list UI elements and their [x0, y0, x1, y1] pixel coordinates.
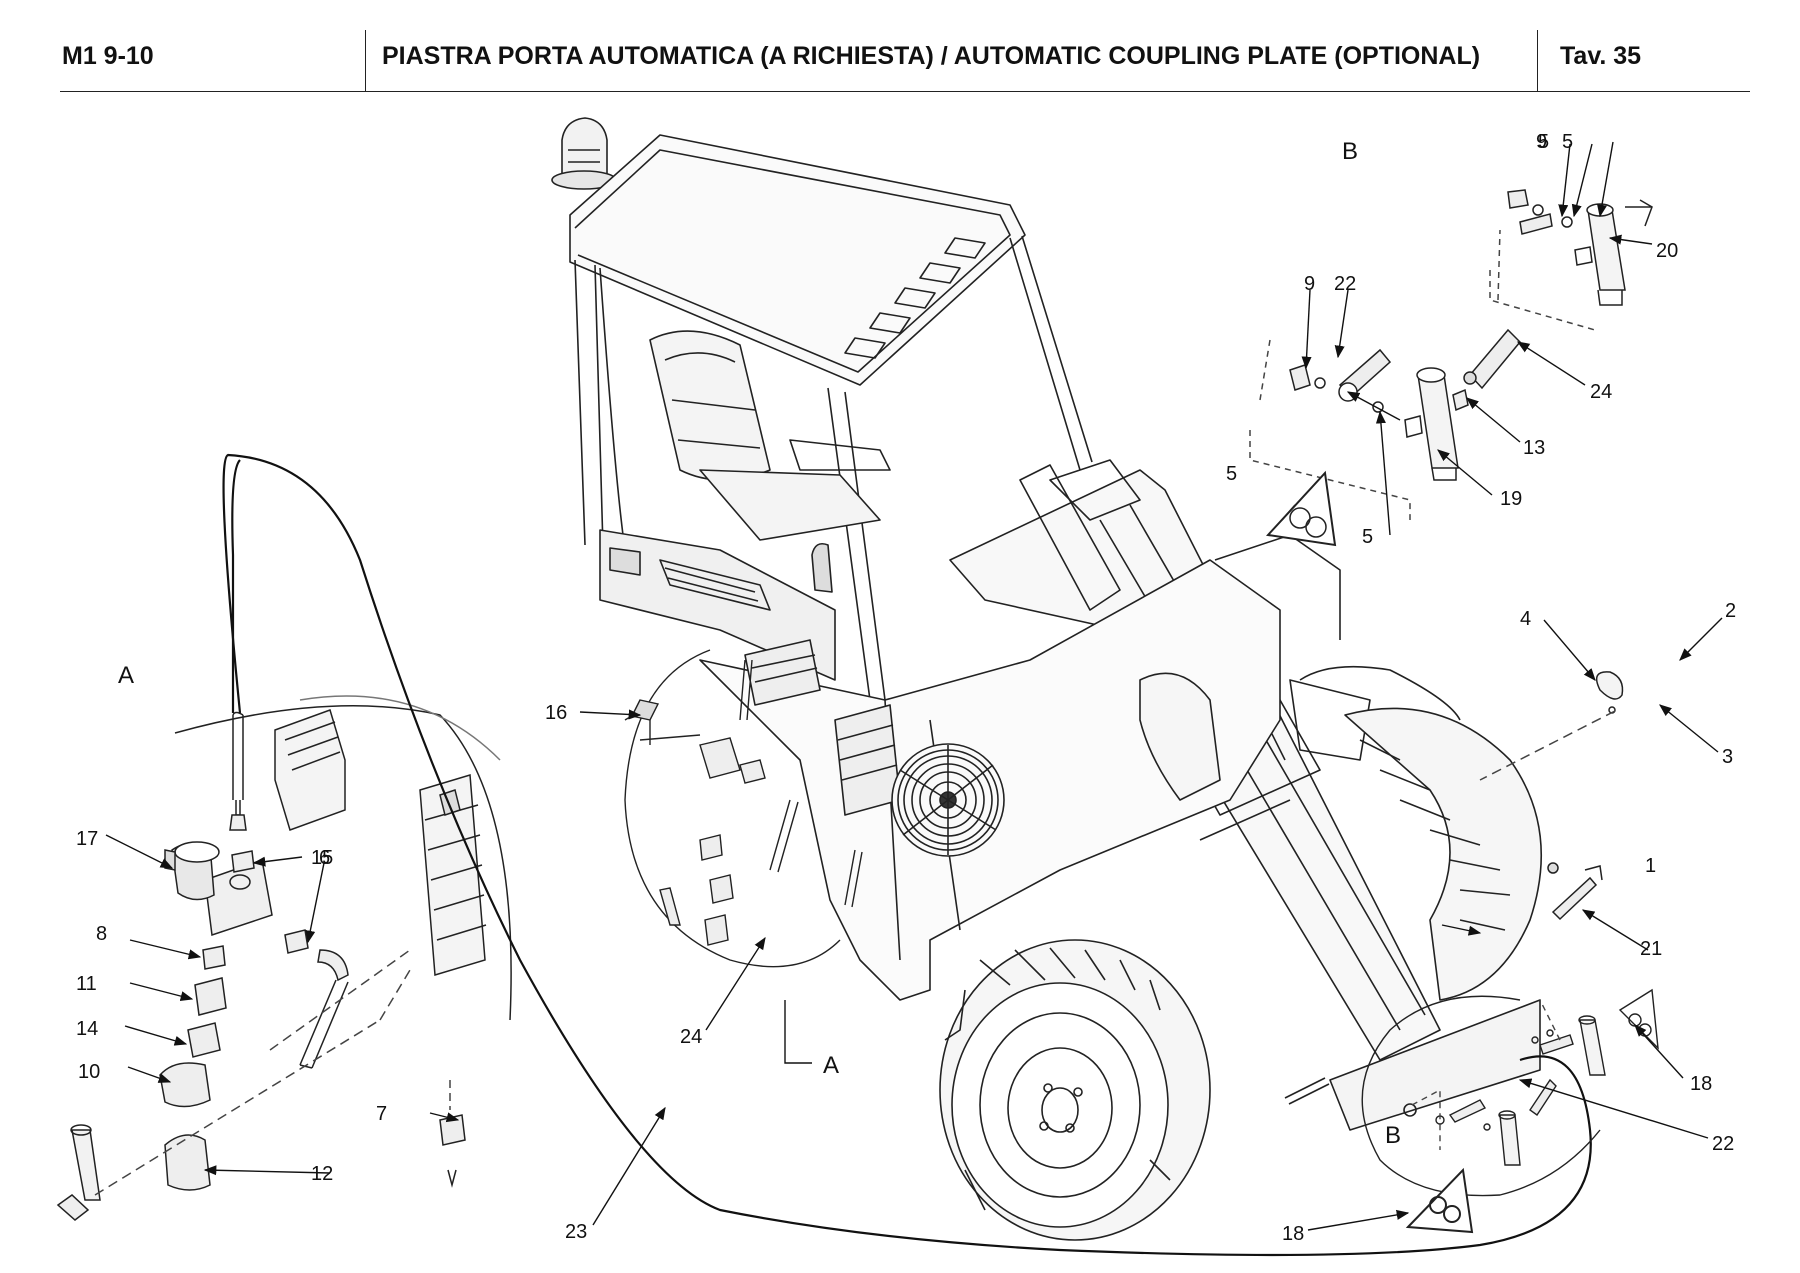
callout-8: 8	[96, 923, 107, 945]
callout-18b: 18	[1282, 1223, 1304, 1245]
control-console	[599, 529, 836, 681]
fitting-10	[159, 1062, 211, 1108]
callout-10: 10	[78, 1061, 100, 1083]
callout-5d: 5	[1362, 526, 1373, 548]
detail-a-boundary	[174, 705, 512, 1021]
solenoid-valve	[164, 841, 273, 937]
callout-22a: 22	[1334, 273, 1356, 295]
callout-21: 21	[1640, 938, 1662, 960]
callout-9a: 9	[1304, 273, 1315, 295]
front-left-wheel	[939, 939, 1211, 1241]
fitting-12	[164, 1134, 211, 1191]
detail-a-group	[56, 695, 512, 1221]
callout-numbers: 1 2 3 4 5 5 5 5 6 7 8 9 9 10 11 12 13 14…	[76, 131, 1736, 1245]
model-code: M1 9-10	[62, 42, 154, 70]
page-header: M1 9-10 PIASTRA PORTA AUTOMATICA (A RICH…	[0, 0, 1800, 100]
pin-parts	[1479, 671, 1624, 921]
detail-a-ref-label: A	[823, 1052, 839, 1079]
detail-a-valve-assembly	[274, 709, 487, 976]
cooling-fan	[891, 743, 1005, 857]
fitting-7	[439, 1114, 466, 1146]
warning-decal-icon	[1265, 470, 1337, 547]
fitting-11	[194, 977, 227, 1016]
fitting-6	[284, 929, 309, 954]
detail-b-group	[1249, 189, 1653, 547]
callout-18a: 18	[1690, 1073, 1712, 1095]
detail-a-circle	[624, 649, 863, 1064]
leader-lines	[105, 141, 1723, 1231]
callout-13: 13	[1523, 437, 1545, 459]
detail-a-label: A	[118, 662, 134, 689]
callout-1: 1	[1645, 855, 1656, 877]
callout-5a: 5	[1538, 131, 1549, 153]
callout-16: 16	[545, 702, 567, 724]
callout-17: 17	[76, 828, 98, 850]
detail-b-ref-label: B	[1385, 1122, 1401, 1149]
coupling-pin	[1284, 1077, 1330, 1105]
callout-2: 2	[1725, 600, 1736, 622]
cylinder-19	[1404, 367, 1459, 481]
header-divider	[365, 30, 366, 92]
detail-b-lower-group	[1361, 988, 1659, 1197]
hose-segment	[232, 715, 244, 800]
callout-4: 4	[1520, 608, 1531, 630]
control-valve-block	[744, 639, 901, 816]
header-divider	[1537, 30, 1538, 92]
header-rule	[60, 91, 1750, 92]
callout-24b: 24	[680, 1026, 702, 1048]
callout-6: 6	[319, 847, 330, 869]
callout-20: 20	[1656, 240, 1678, 262]
callout-9b: 9	[1536, 131, 1547, 153]
callout-5c: 5	[1226, 463, 1237, 485]
callout-3: 3	[1722, 746, 1733, 768]
loader-machine-illustration	[551, 117, 1543, 1241]
hose-23	[222, 453, 1592, 1257]
roof-vents	[844, 237, 986, 359]
fitting-14	[187, 1022, 221, 1058]
fitting-8	[202, 945, 226, 970]
warning-decal-icon-18	[1405, 1167, 1474, 1234]
callout-23: 23	[565, 1221, 587, 1243]
callout-11: 11	[76, 973, 97, 995]
fitting-15	[231, 850, 255, 873]
operator-seat	[649, 330, 891, 541]
callout-19: 19	[1500, 488, 1522, 510]
cylinder-20	[1574, 203, 1626, 306]
callout-12: 12	[311, 1163, 333, 1185]
plate-title: PIASTRA PORTA AUTOMATICA (A RICHIESTA) /…	[382, 42, 1481, 70]
callout-7: 7	[376, 1103, 387, 1125]
callout-24a: 24	[1590, 381, 1612, 403]
detail-b-label: B	[1342, 138, 1358, 165]
table-number: Tav. 35	[1560, 42, 1642, 70]
callout-5b: 5	[1562, 131, 1573, 153]
beacon-light-icon	[551, 117, 617, 190]
callout-22b: 22	[1712, 1133, 1734, 1155]
front-right-wheel	[1139, 672, 1221, 801]
rear-right-wheel	[1299, 665, 1543, 1001]
callout-14: 14	[76, 1018, 98, 1040]
callout-15: 15	[311, 847, 333, 869]
